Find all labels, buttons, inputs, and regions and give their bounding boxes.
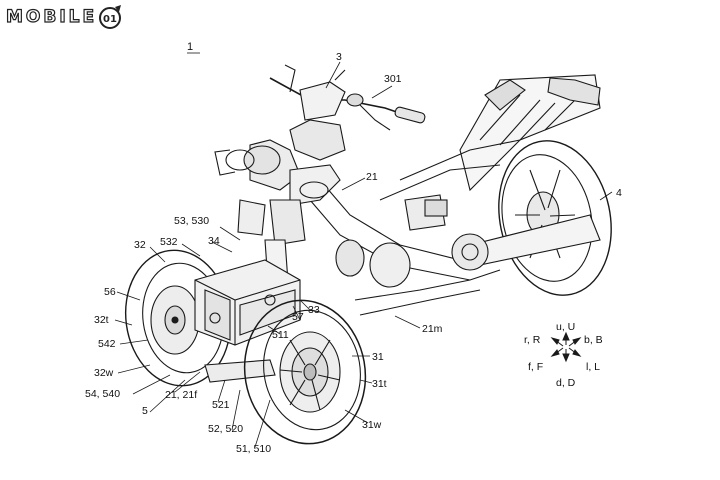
front-right-wheel [243,299,367,445]
compass-label-up: u, U [556,321,575,333]
label-21-21f: 21, 21f [165,389,197,401]
label-3: 3 [336,51,342,63]
label-57: 57 [292,311,304,323]
compass-label-front: f, F [528,361,543,373]
rear-wheel [498,140,612,296]
label-56: 56 [104,286,116,298]
site-logo[interactable]: MOBILE 01 [5,4,124,30]
rear-frame [379,74,601,201]
compass-label-down: d, D [556,377,576,389]
label-511: 511 [272,329,289,341]
label-31: 31 [372,351,384,363]
logo-badge-text: 01 [103,14,117,25]
label-542: 542 [98,338,116,350]
main-frame [309,179,501,316]
label-34: 34 [208,235,220,247]
label-532: 532 [160,236,178,248]
logo-wordmark: MOBILE [5,6,98,27]
label-21: 21 [366,171,378,183]
label-521: 521 [212,399,230,411]
label-32: 32 [134,239,146,251]
part-labels: 1 3 301 21 4 53, 530 532 32 34 56 32t 54… [85,41,622,455]
handlebar [269,64,426,161]
compass-label-rear: r, R [524,334,541,346]
label-32w: 32w [94,367,114,379]
label-31t: 31t [372,378,387,390]
logo-badge-icon: 01 [99,5,122,29]
label-5: 5 [142,405,148,417]
label-53-530: 53, 530 [174,215,209,227]
leader-lines [114,52,613,448]
figure-number: 1 [187,41,193,53]
compass-label-back: b, B [584,334,603,346]
label-31w: 31w [362,419,382,431]
label-301: 301 [384,73,402,85]
compass-arrows-icon [550,331,582,363]
label-33: 33 [308,304,320,316]
label-52-520: 52, 520 [208,423,243,435]
label-51-510: 51, 510 [236,443,271,455]
direction-compass: u, U r, R b, B f, F l, L d, D [524,321,603,389]
label-32t: 32t [94,314,109,326]
front-left-wheel [124,249,232,387]
compass-label-left: l, L [586,361,600,373]
label-21m: 21m [422,323,443,335]
label-54-540: 54, 540 [85,388,120,400]
label-4: 4 [616,187,622,199]
